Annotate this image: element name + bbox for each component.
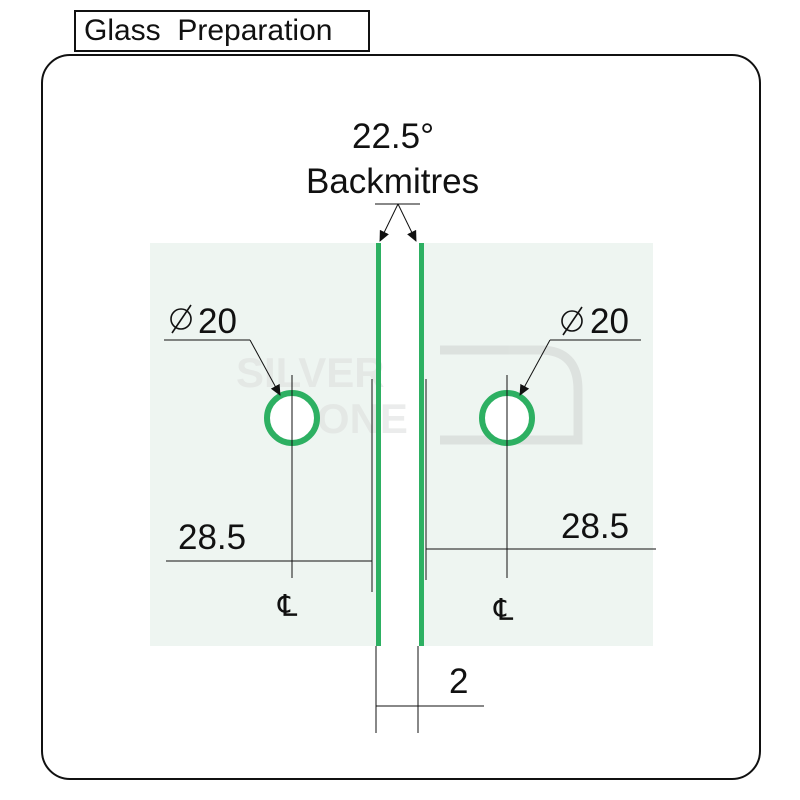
hole-right-leader-arrow [519, 339, 551, 396]
angle-label: 22.5° [352, 117, 434, 156]
backmitre-edge-right [419, 243, 424, 646]
offset-right-value: 28.5 [561, 507, 629, 546]
gap-value: 2 [449, 662, 468, 701]
diameter-icon-right [561, 306, 583, 336]
outer-frame [41, 54, 761, 780]
diagram-title: Glass Preparation [74, 10, 370, 52]
offset-left-value: 28.5 [178, 518, 246, 557]
hole-left-leader-arrow [249, 339, 281, 396]
centerline-symbol-right: ℄ [493, 594, 514, 627]
backmitre-label: Backmitres [306, 162, 479, 201]
backmitre-edge-left [376, 243, 381, 646]
backmitre-leader-left [379, 203, 399, 242]
hole-left-diameter: 20 [198, 302, 237, 341]
hole-right-diameter: 20 [590, 302, 629, 341]
glass-panel-left [150, 243, 379, 646]
backmitre-leader-right [397, 203, 417, 242]
diameter-icon-left [170, 304, 192, 334]
watermark-line1: SILVER [236, 349, 385, 396]
centerline-symbol-left: ℄ [277, 590, 298, 623]
